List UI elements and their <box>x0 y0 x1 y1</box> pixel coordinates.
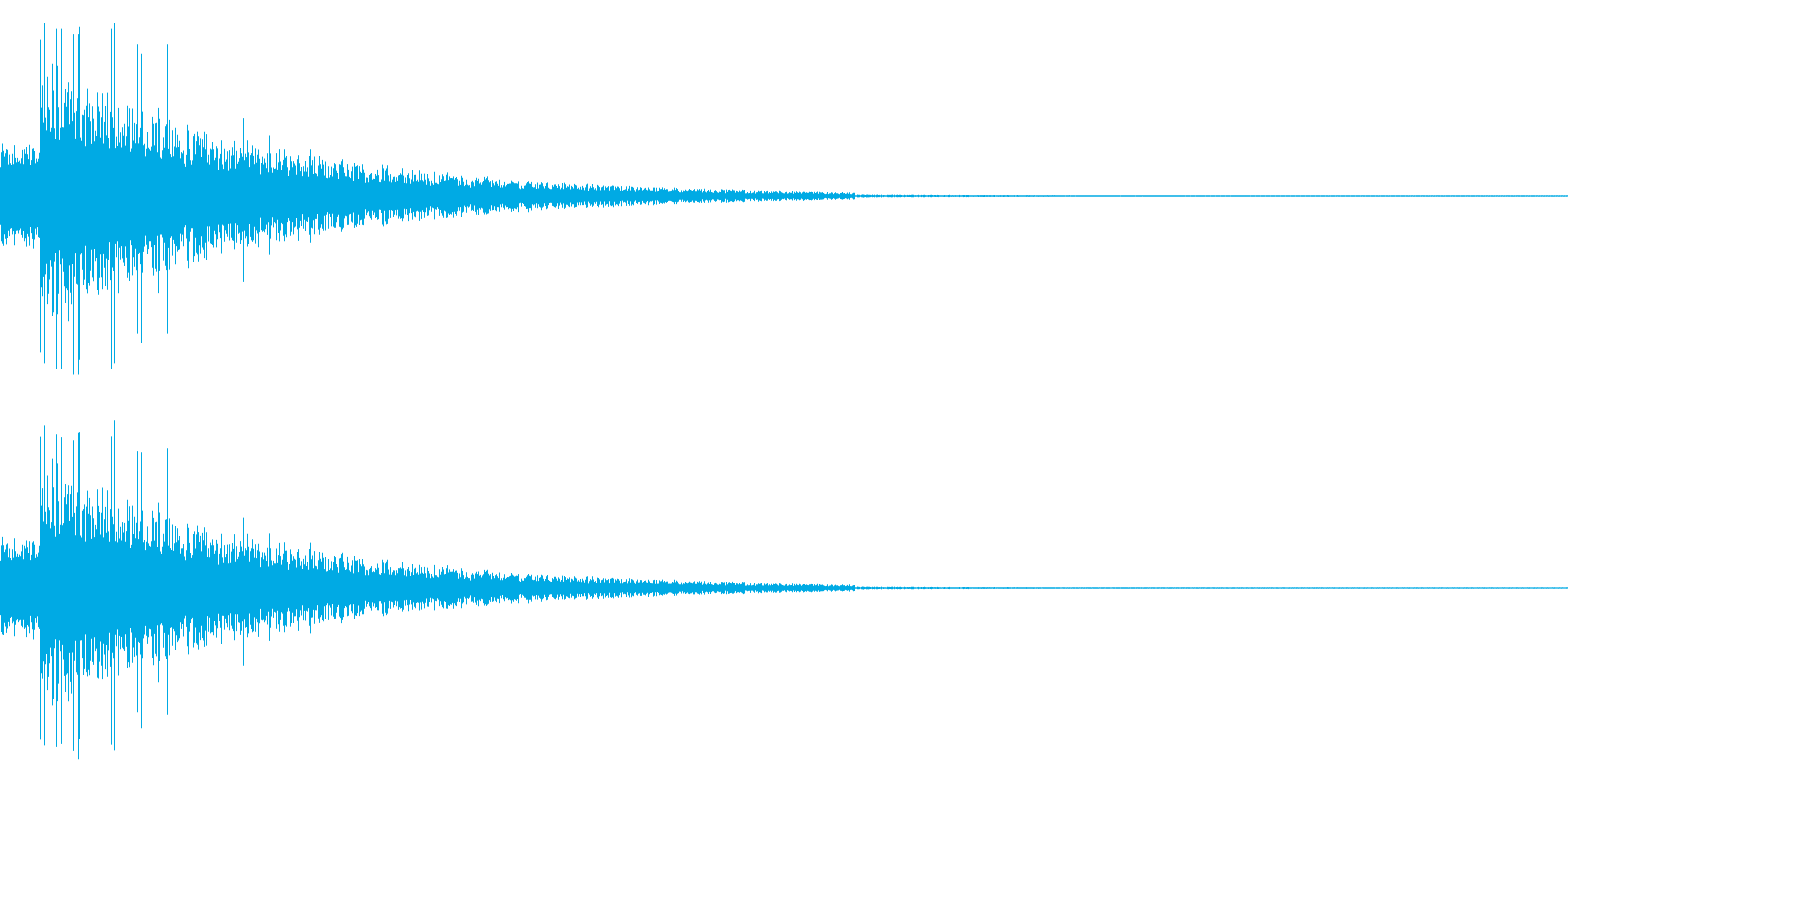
channel-1-peaks <box>0 23 1568 375</box>
waveform-view[interactable] <box>0 0 1568 784</box>
channel-2-waveform[interactable] <box>0 420 1568 760</box>
channel-2-peaks <box>0 420 1568 760</box>
channel-1-waveform[interactable] <box>0 23 1568 375</box>
waveform-svg[interactable] <box>0 0 1568 784</box>
